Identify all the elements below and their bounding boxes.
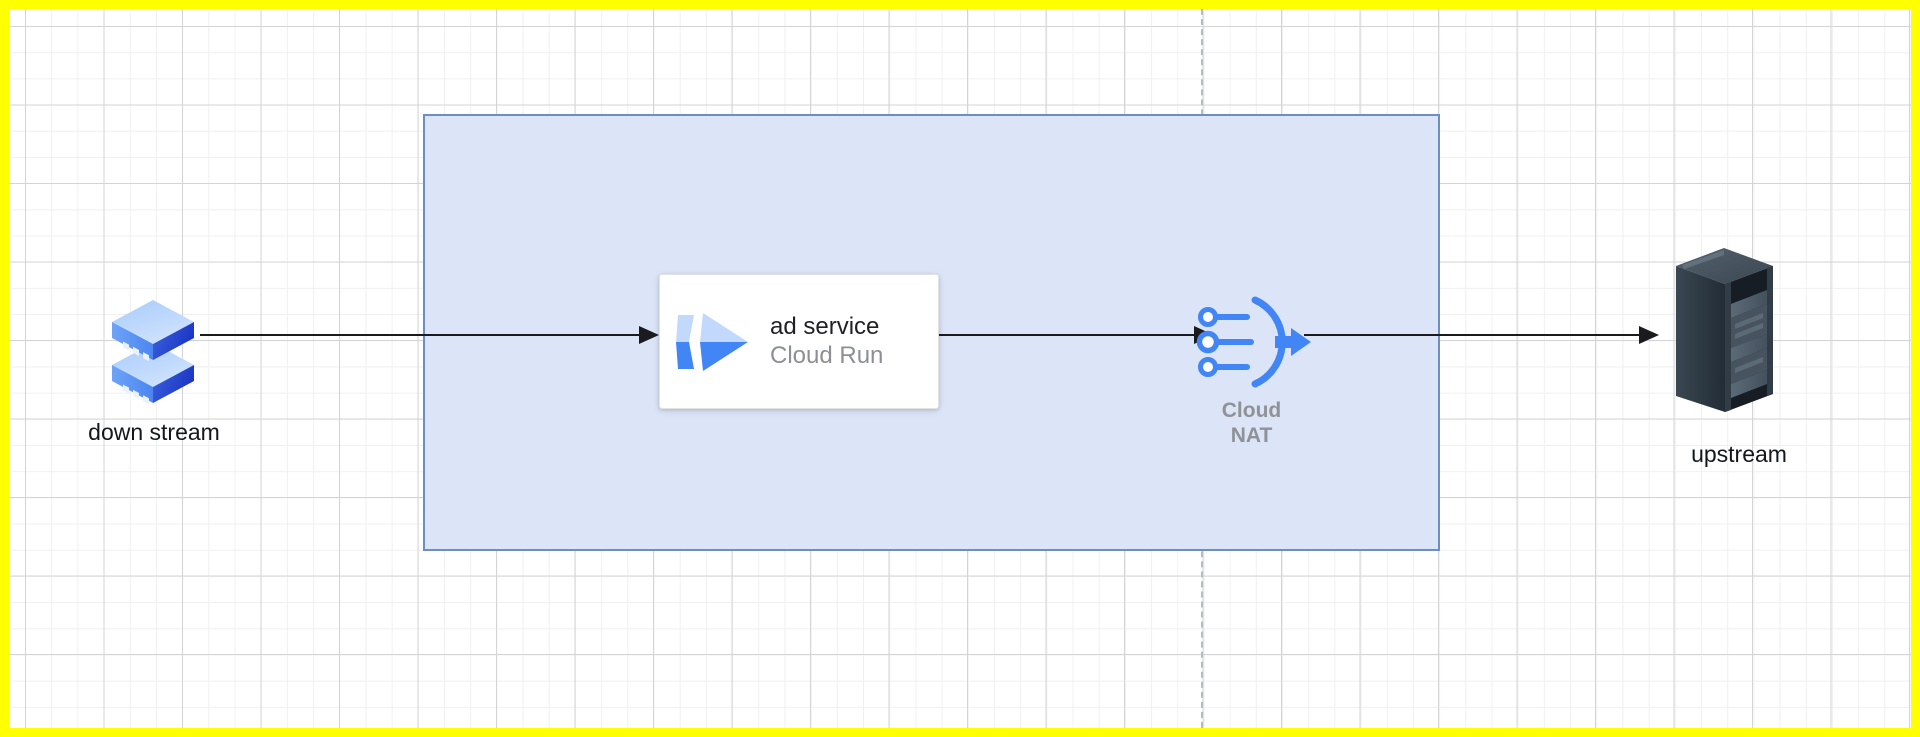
diagram-canvas[interactable]: down stream ad service Cloud Run: [9, 9, 1911, 728]
arrow-head: [1639, 325, 1659, 344]
upstream-node[interactable]: [1672, 244, 1777, 429]
downstream-label: down stream: [88, 419, 220, 445]
downstream-node[interactable]: [109, 297, 197, 412]
arrow-head: [639, 325, 659, 344]
arrow-shaft: [1304, 334, 1641, 336]
arrow-shaft: [939, 334, 1196, 336]
cloud-nat-label: Cloud NAT: [1221, 399, 1282, 448]
cloud-run-service-card[interactable]: ad service Cloud Run: [659, 274, 939, 409]
server-stack-icon: [112, 300, 194, 405]
cloud-nat-node[interactable]: Cloud NAT: [1189, 294, 1314, 448]
upstream-label: upstream: [1691, 441, 1787, 467]
cloud-run-icon: [660, 309, 770, 375]
cloud-run-subtitle: Cloud Run: [770, 341, 884, 369]
cloud-run-title: ad service: [770, 313, 880, 341]
arrow-shaft: [200, 334, 641, 336]
cloud-nat-icon: [1196, 296, 1311, 388]
server-rack-icon: [1676, 248, 1773, 412]
cloud-run-text-block: ad service Cloud Run: [770, 313, 938, 370]
